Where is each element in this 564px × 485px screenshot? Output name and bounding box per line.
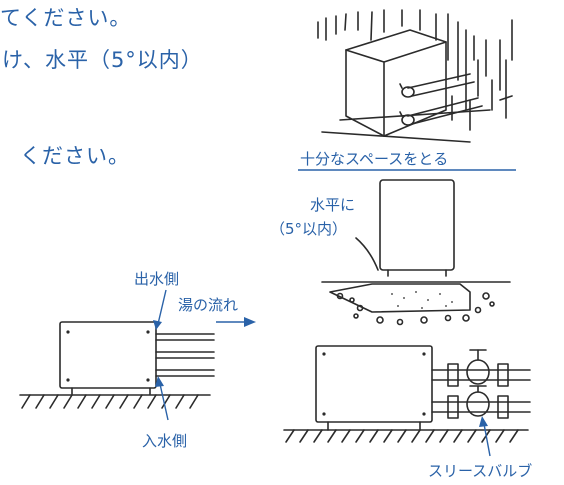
flow-label: 湯の流れ	[178, 296, 239, 314]
outlet-label: 出水側	[134, 270, 180, 288]
inlet-label: 入水側	[142, 432, 188, 450]
instruction-line-1: てください。	[0, 6, 132, 30]
horizontal-label-line-2: （5°以内）	[270, 220, 348, 238]
horizontal-label-line-1: 水平に	[310, 196, 356, 214]
space-label: 十分なスペースをとる	[300, 150, 449, 168]
instruction-line-2: け、水平（5°以内）	[2, 48, 203, 72]
instruction-line-3: ください。	[20, 144, 130, 168]
valve-label: スリースバルブ	[428, 462, 533, 480]
